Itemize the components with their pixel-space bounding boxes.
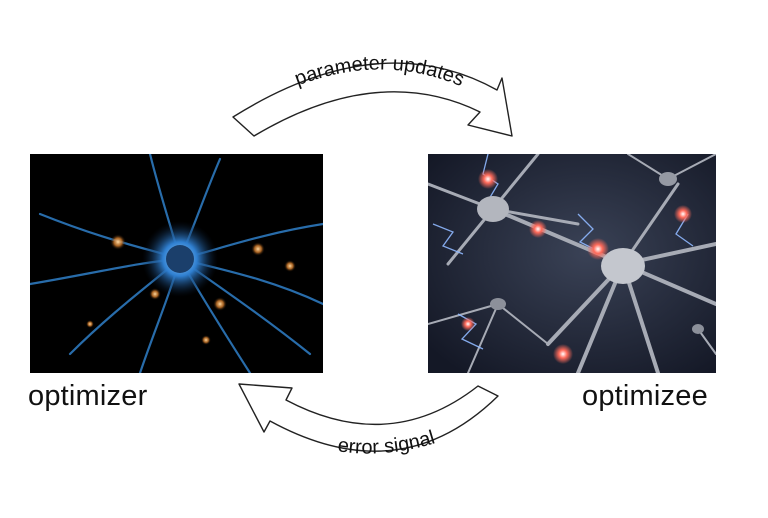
parameter-updates-arrow: parameter updates: [232, 52, 513, 137]
error-signal-arrow: error signal: [238, 383, 499, 459]
optimizer-label: optimizer: [28, 380, 148, 412]
optimizee-label: optimizee: [582, 380, 708, 412]
optimizer-neuron-image: [30, 154, 323, 373]
optimizee-network-image: [428, 154, 716, 373]
